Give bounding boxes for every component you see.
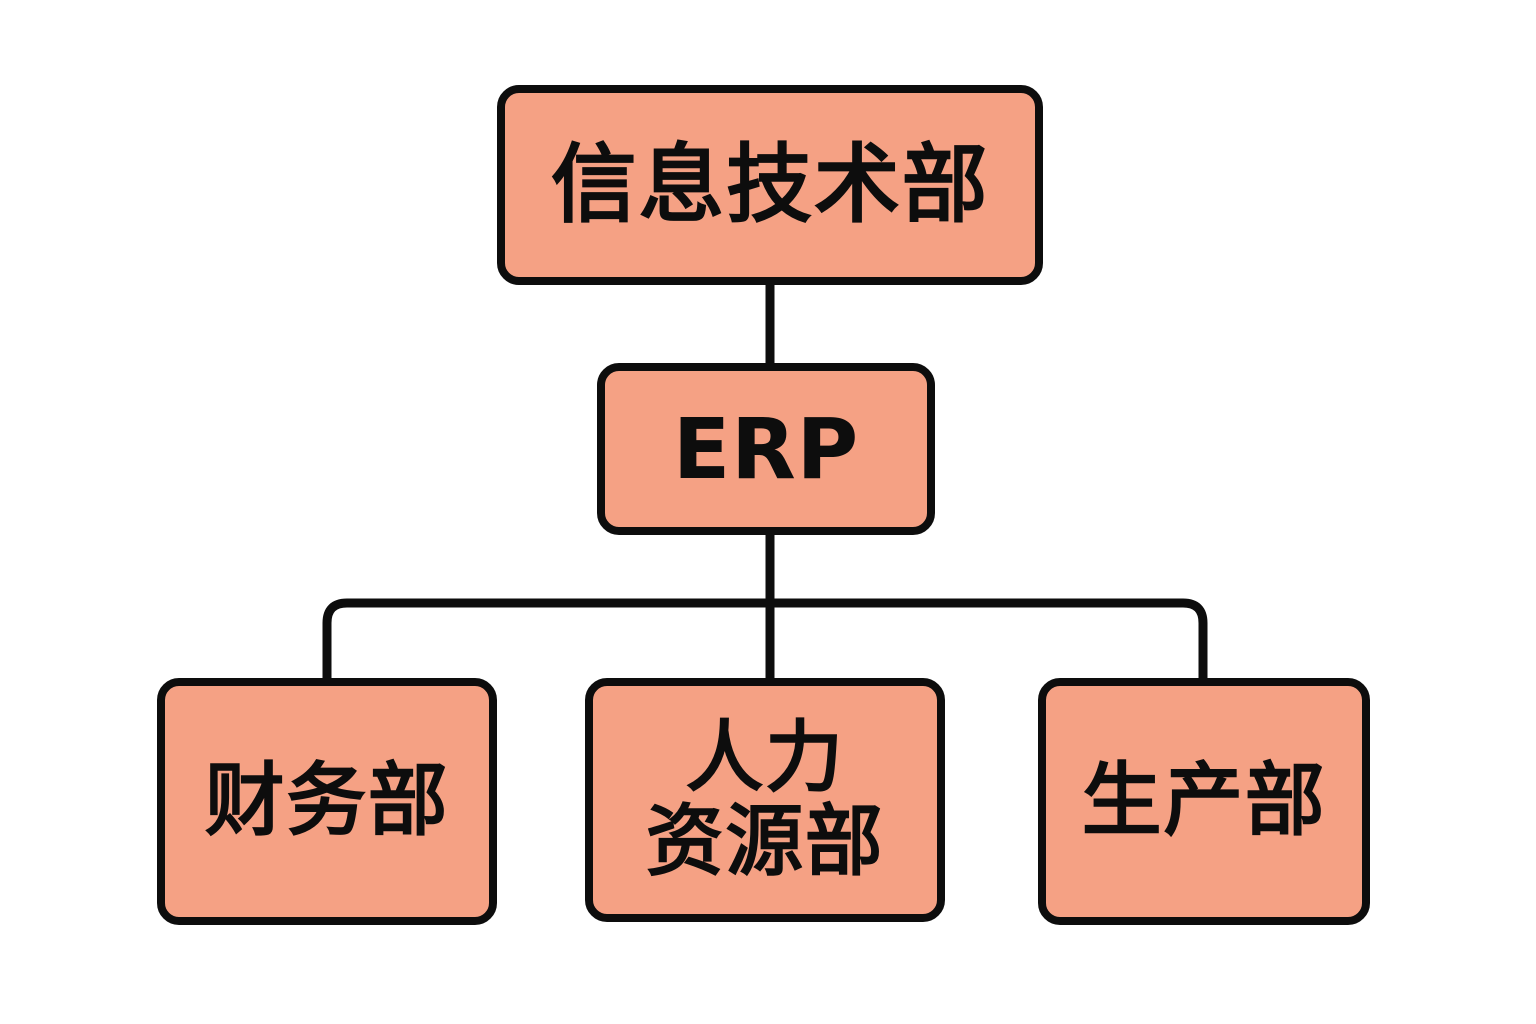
node-human-resources-department[interactable]: 人力 资源部 [585,678,945,922]
node-label-erp: ERP [605,399,927,498]
node-information-technology-department[interactable]: 信息技术部 [497,85,1043,285]
node-label-finance-line-1: 财务部 [204,754,450,848]
node-label-erp-line-1: ERP [672,399,860,498]
node-label-finance: 财务部 [165,754,489,848]
node-label-production: 生产部 [1046,754,1362,848]
node-erp[interactable]: ERP [597,363,935,535]
node-label-hr-line-2: 资源部 [645,797,885,887]
node-production-department[interactable]: 生产部 [1038,678,1370,925]
node-label-it-line-1: 信息技术部 [550,134,990,235]
connector-bus-to-children [322,598,1208,682]
node-label-it: 信息技术部 [505,134,1035,235]
node-finance-department[interactable]: 财务部 [157,678,497,925]
node-label-hr: 人力 资源部 [593,712,937,887]
node-label-hr-line-1: 人力 [685,712,845,803]
node-label-production-line-1: 生产部 [1081,754,1327,848]
